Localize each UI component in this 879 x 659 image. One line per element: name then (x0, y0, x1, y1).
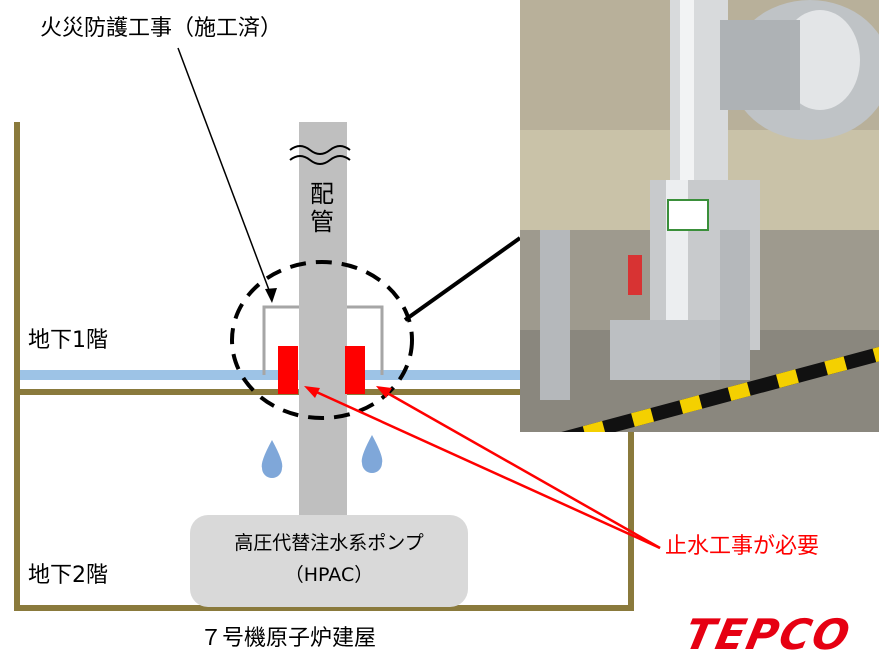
water-stop-note: 止水工事が必要 (665, 534, 820, 559)
floor-b2-label: 地下2階 (28, 563, 108, 588)
pump-abbrev-label: （HPAC） (284, 564, 374, 586)
fire-protection-title: 火災防護工事（施工済） (40, 16, 283, 41)
red-arrows (311, 388, 661, 550)
pump-name-label: 高圧代替注水系ポンプ (234, 532, 424, 554)
photo-connector-line (403, 236, 522, 322)
pipe-label: 配管 (310, 180, 334, 236)
pipe-break-symbol (289, 145, 351, 165)
fire-protection-frame (262, 305, 384, 375)
building-caption: ７号機原子炉建屋 (200, 626, 377, 651)
title-leader-arrowhead (265, 288, 277, 303)
title-leader-line (177, 47, 273, 299)
water-drop-icon (361, 435, 383, 473)
water-seal-right (345, 346, 365, 394)
hpac-pump-box: 高圧代替注水系ポンプ （HPAC） (190, 515, 468, 607)
arrowhead-icon (304, 386, 320, 398)
water-seal-left (278, 346, 298, 394)
arrowhead-icon (376, 386, 392, 398)
floor-water-layer (20, 370, 520, 380)
equipment-photo (520, 0, 879, 432)
water-drop-icon (261, 440, 283, 478)
highlight-ellipse (230, 260, 414, 420)
building-walls (14, 122, 634, 611)
pipe (299, 122, 347, 517)
tepco-logo: TEPCO (680, 610, 856, 659)
floor-b1-label: 地下1階 (28, 328, 108, 353)
